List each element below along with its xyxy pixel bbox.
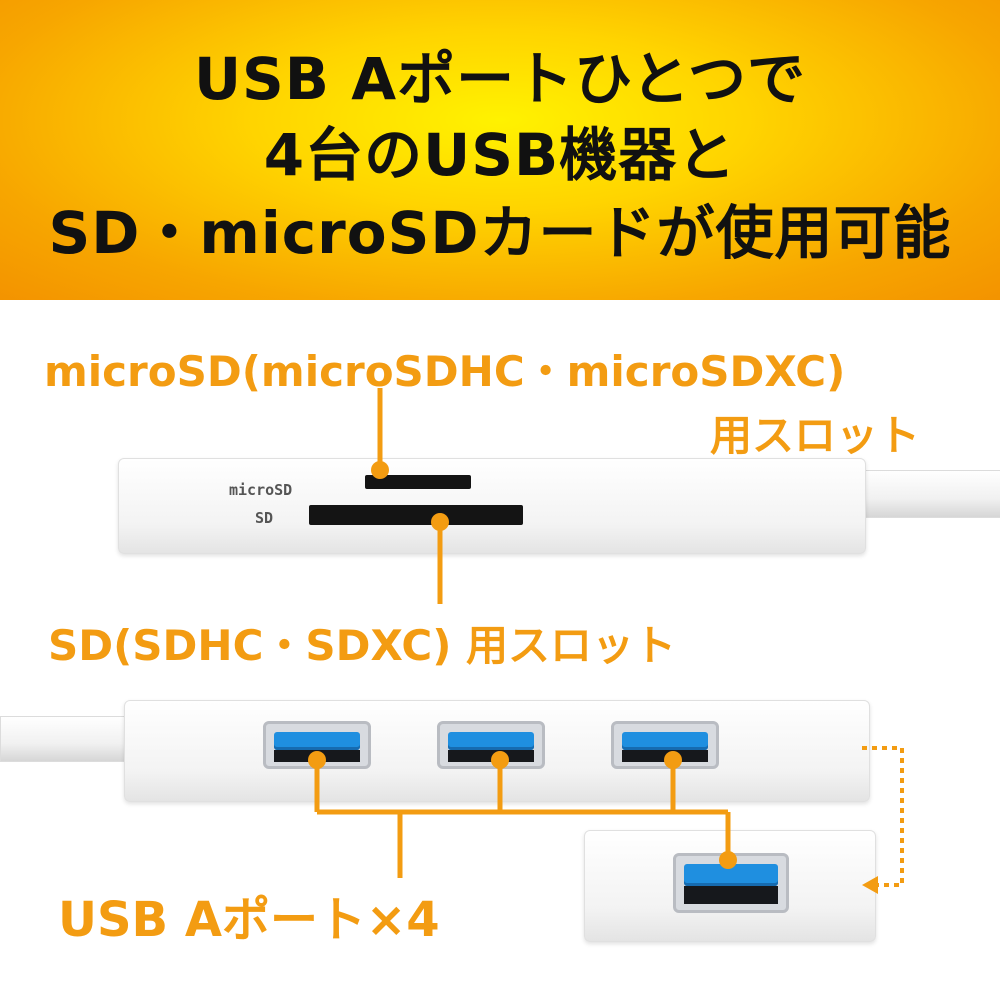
- microsd-slot-icon: [365, 475, 471, 489]
- headline-line-3: SD・microSDカードが使用可能: [48, 199, 952, 267]
- microsd-slot-label: microSD(microSDHC・microSDXC): [44, 347, 846, 396]
- sd-slot-label: SD(SDHC・SDXC) 用スロット: [48, 621, 677, 670]
- sd-slot-icon: [309, 505, 523, 525]
- headline-banner: [0, 0, 1000, 300]
- microsd-slot-label-suffix: 用スロット: [710, 411, 921, 460]
- hub-card-reader-side: microSD SD: [118, 458, 866, 554]
- headline-line-2: 4台のUSB機器と: [263, 121, 737, 189]
- sd-print: SD: [255, 509, 274, 527]
- headline-line-1: USB Aポートひとつで: [193, 45, 807, 113]
- usb-a-port-icon: [437, 721, 545, 769]
- hub-usb-side: [124, 700, 870, 802]
- cable-top: [850, 470, 1000, 518]
- usb-ports-label: USB Aポート×4: [58, 892, 440, 948]
- cable-bottom: [0, 716, 142, 762]
- rotation-arrow-icon: [862, 746, 904, 887]
- microsd-print: microSD: [229, 481, 293, 499]
